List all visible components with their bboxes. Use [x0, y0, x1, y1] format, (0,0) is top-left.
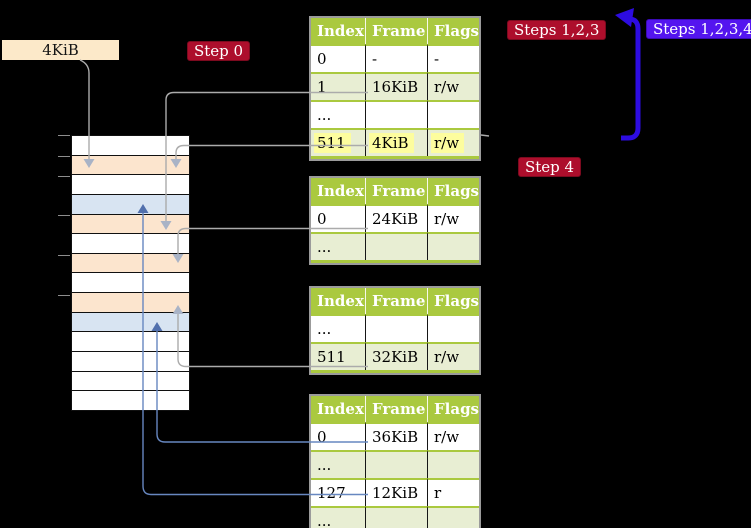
page-table-second: Index Frame Flags 0 24KiB r/w ... — [309, 176, 481, 265]
table-row: ... — [311, 506, 479, 528]
memory-stripe-white — [71, 390, 190, 411]
table-row: ... — [311, 100, 479, 128]
index-cell: 0 — [311, 204, 366, 232]
index-cell: 511 — [311, 128, 366, 156]
table-header-row: Index Frame Flags — [311, 18, 479, 44]
frame-cell — [366, 100, 428, 128]
highlight: 4KiB — [369, 133, 414, 153]
memory-stripe-white — [71, 331, 190, 353]
loop-arrow-stub — [480, 134, 490, 137]
frame-cell: 32KiB — [366, 342, 428, 370]
index-cell: 511 — [311, 342, 366, 370]
flags-cell: r/w — [428, 128, 479, 156]
step0-badge: Step 0 — [187, 41, 251, 61]
memory-stripe-blue — [71, 311, 190, 333]
column-header-frame: Frame — [366, 178, 428, 204]
page-table-top: Index Frame Flags 0 - - 1 16KiB r/w ... — [309, 16, 481, 161]
table-row: 0 36KiB r/w — [311, 422, 479, 450]
column-header-flags: Flags — [428, 18, 479, 44]
memory-stripe-white — [71, 233, 190, 254]
flags-cell — [428, 450, 479, 478]
table-row: ... — [311, 314, 479, 342]
flags-cell: r/w — [428, 204, 479, 232]
highlight: 511 — [314, 133, 351, 153]
memory-stripe-white — [71, 370, 190, 392]
index-cell: 0 — [311, 422, 366, 450]
memory-stripe-orange — [71, 292, 190, 313]
table-header-row: Index Frame Flags — [311, 288, 479, 314]
frame-cell: 36KiB — [366, 422, 428, 450]
recursion-loop-shaft — [621, 16, 641, 141]
column-header-frame: Frame — [366, 18, 428, 44]
flags-cell: r/w — [428, 342, 479, 370]
flags-cell: r/w — [428, 422, 479, 450]
memory-stripe-orange — [71, 213, 190, 235]
column-header-flags: Flags — [428, 178, 479, 204]
table-row: 0 24KiB r/w — [311, 204, 479, 232]
index-cell: ... — [311, 100, 366, 128]
memory-stripe-white — [71, 351, 190, 372]
table-header-row: Index Frame Flags — [311, 396, 479, 422]
flags-cell: r — [428, 478, 479, 506]
index-cell: ... — [311, 450, 366, 478]
memory-stripe-white — [71, 272, 190, 294]
highlight: r/w — [431, 133, 465, 153]
table-row: 0 - - — [311, 44, 479, 72]
recursion-loop-arrow — [615, 8, 641, 141]
index-cell: 1 — [311, 72, 366, 100]
flags-cell: - — [428, 44, 479, 72]
column-header-frame: Frame — [366, 288, 428, 314]
column-header-index: Index — [311, 178, 366, 204]
column-header-flags: Flags — [428, 288, 479, 314]
memory-stripe-blue — [71, 193, 190, 215]
table-row: ... — [311, 232, 479, 260]
frame-size-box: 4KiB — [2, 40, 119, 60]
page-table-third: Index Frame Flags ... 511 32KiB r/w — [309, 286, 481, 375]
memory-stripe-white — [71, 174, 190, 195]
step4-badge: Step 4 — [518, 157, 582, 177]
index-cell: ... — [311, 314, 366, 342]
column-header-frame: Frame — [366, 396, 428, 422]
memory-column — [71, 135, 190, 411]
frame-cell: 4KiB — [366, 128, 428, 156]
memory-tick-marks — [58, 135, 70, 296]
table-row: 127 12KiB r — [311, 478, 479, 506]
page-table-bottom: Index Frame Flags 0 36KiB r/w ... 127 12… — [309, 394, 481, 528]
memory-stripe-white — [71, 135, 190, 156]
steps1234-badge: Steps 1,2,3,4 — [646, 19, 751, 39]
frame-cell — [366, 314, 428, 342]
recursion-loop-arrowhead-icon — [615, 8, 634, 27]
table-header-row: Index Frame Flags — [311, 178, 479, 204]
flags-cell — [428, 232, 479, 260]
column-header-index: Index — [311, 18, 366, 44]
flags-cell — [428, 100, 479, 128]
table-row-highlighted: 511 4KiB r/w — [311, 128, 479, 156]
column-header-flags: Flags — [428, 396, 479, 422]
column-header-index: Index — [311, 396, 366, 422]
table-row: 1 16KiB r/w — [311, 72, 479, 100]
frame-cell — [366, 506, 428, 528]
frame-cell: 24KiB — [366, 204, 428, 232]
frame-cell: - — [366, 44, 428, 72]
flags-cell — [428, 506, 479, 528]
frame-cell — [366, 232, 428, 260]
memory-stripe-orange — [71, 154, 190, 176]
frame-cell: 12KiB — [366, 478, 428, 506]
index-cell: ... — [311, 232, 366, 260]
column-header-index: Index — [311, 288, 366, 314]
memory-stripe-orange — [71, 252, 190, 274]
table-row: 511 32KiB r/w — [311, 342, 479, 370]
index-cell: 127 — [311, 478, 366, 506]
table-row: ... — [311, 450, 479, 478]
frame-cell — [366, 450, 428, 478]
index-cell: 0 — [311, 44, 366, 72]
frame-cell: 16KiB — [366, 72, 428, 100]
index-cell: ... — [311, 506, 366, 528]
flags-cell — [428, 314, 479, 342]
steps123-badge: Steps 1,2,3 — [507, 20, 607, 40]
flags-cell: r/w — [428, 72, 479, 100]
